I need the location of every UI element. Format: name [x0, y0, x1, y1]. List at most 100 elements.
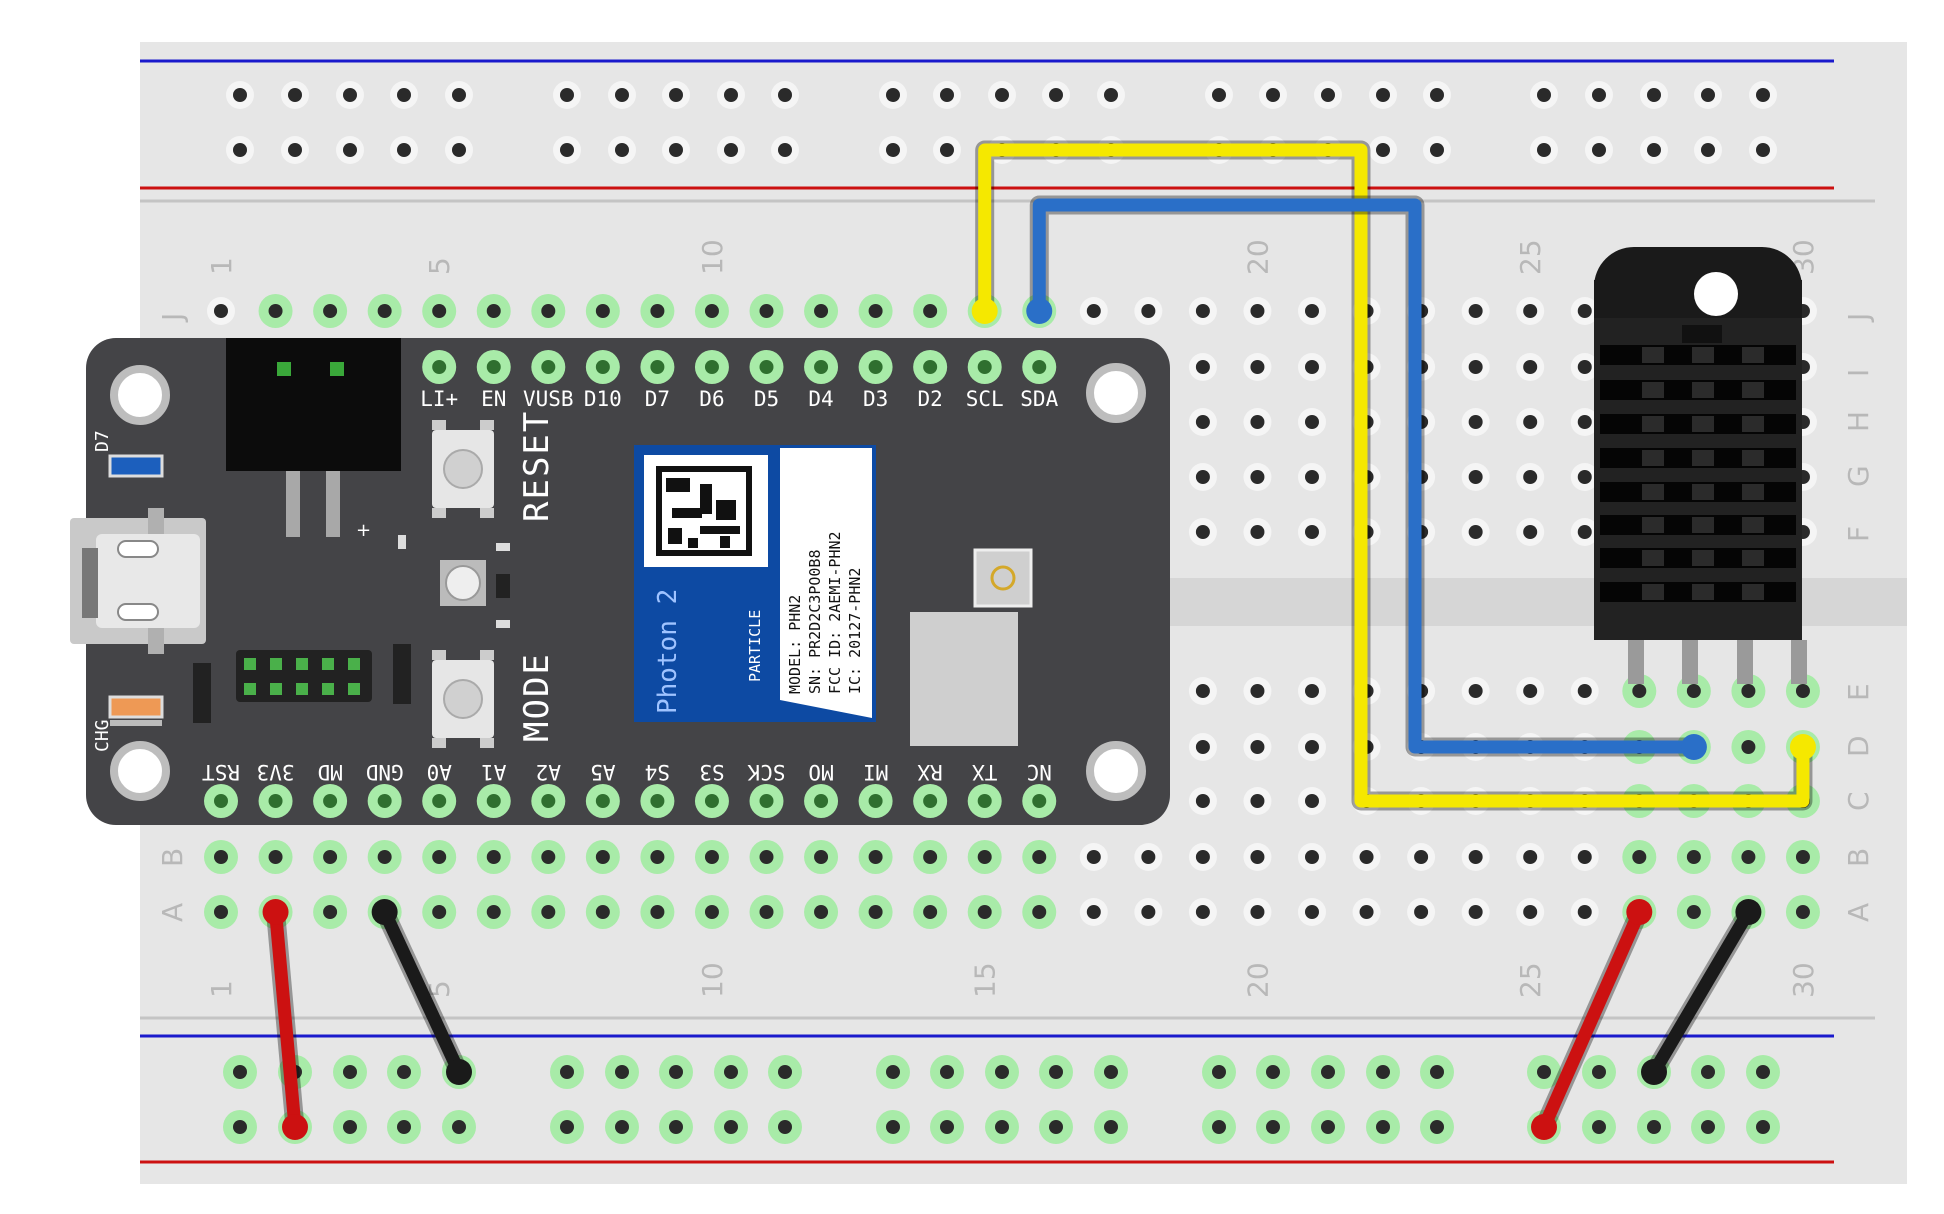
sda-wire[interactable]	[1032, 198, 1701, 754]
hole-center	[1468, 905, 1483, 919]
hole-center	[1647, 143, 1661, 157]
pin-center	[759, 794, 774, 808]
column-number: 20	[1241, 239, 1274, 275]
grill-rib	[1692, 484, 1714, 500]
pin-label: RST	[202, 760, 240, 784]
row-letter: C	[1842, 791, 1875, 811]
power-wire-right-end	[1626, 899, 1653, 925]
reset-button[interactable]	[432, 420, 494, 518]
sda-wire-end	[1680, 734, 1707, 760]
hole-center	[759, 905, 774, 919]
grill-rib	[1642, 550, 1664, 566]
hole-center	[1195, 740, 1210, 754]
hole-center	[995, 88, 1009, 102]
hole-center	[1305, 794, 1319, 808]
hole-center	[1701, 88, 1715, 102]
hole-center	[1250, 905, 1265, 919]
grill-rib	[1692, 517, 1714, 533]
hole-center	[650, 304, 665, 318]
pin-center	[1032, 360, 1047, 374]
hole-center	[1212, 88, 1226, 102]
column-number: 5	[423, 257, 456, 275]
hole-center	[1195, 470, 1210, 484]
pin-label: S3	[699, 760, 724, 784]
grill-rib	[1742, 382, 1764, 398]
pin-label: LI+	[420, 387, 458, 411]
hole-center	[1756, 88, 1770, 102]
hole-center	[615, 1065, 629, 1079]
hole-center	[397, 143, 411, 157]
hole-center	[1141, 304, 1156, 318]
pin-center	[541, 360, 556, 374]
pin-label: 3V3	[257, 760, 295, 784]
hole-center	[615, 143, 629, 157]
hole-center	[615, 1120, 629, 1134]
power-wire-right[interactable]	[1537, 905, 1646, 1134]
hole-center	[1430, 1065, 1444, 1079]
hole-center	[1086, 304, 1101, 318]
row-letter: B	[1842, 848, 1875, 867]
scl-wire[interactable]	[978, 143, 1810, 808]
pin-center	[268, 794, 283, 808]
ground-wire-right[interactable]	[1647, 905, 1755, 1079]
power-wire-left-end	[282, 1114, 308, 1140]
grill-rib	[1692, 450, 1714, 466]
hole-center	[1250, 470, 1265, 484]
hole-center	[1647, 1120, 1661, 1134]
pin-label: VUSB	[523, 387, 574, 411]
photon2-module: Photon 2 PARTICLE MODEL: PHN2 SN: PR2D2C…	[634, 445, 876, 722]
hole-center	[541, 850, 556, 864]
hole-center	[940, 1120, 954, 1134]
hole-center	[1032, 905, 1047, 919]
pin-center	[214, 794, 228, 808]
pin-label: NC	[1027, 760, 1052, 784]
hole-center	[486, 905, 501, 919]
column-number: 15	[969, 962, 1002, 998]
hole-center	[233, 1120, 247, 1134]
grill-rib	[1742, 347, 1764, 363]
hole-center	[1795, 684, 1810, 698]
hole-center	[1086, 905, 1101, 919]
hole-center	[452, 143, 466, 157]
photon2-board: + D7 CHG	[70, 338, 1170, 825]
hole-center	[1376, 88, 1390, 102]
power-wire-left[interactable]	[269, 905, 302, 1134]
hole-center	[1430, 88, 1444, 102]
hole-center	[886, 1065, 900, 1079]
hole-center	[1195, 304, 1210, 318]
hole-center	[1376, 143, 1390, 157]
hole-center	[778, 88, 792, 102]
column-number: 20	[1241, 962, 1274, 998]
grill-rib	[1692, 347, 1714, 363]
pin-center	[923, 360, 938, 374]
scl-wire-end	[971, 298, 998, 324]
mode-button[interactable]	[432, 650, 494, 748]
pin-label: D7	[645, 387, 670, 411]
ground-wire-left[interactable]	[378, 905, 466, 1079]
hole-center	[759, 304, 774, 318]
pin-label: GND	[366, 760, 404, 784]
sensor-mount-hole	[1694, 272, 1738, 316]
pin-label: RX	[917, 760, 943, 784]
hole-center	[1537, 1065, 1551, 1079]
hole-center	[1376, 1120, 1390, 1134]
hole-center	[977, 850, 992, 864]
hole-center	[1141, 850, 1156, 864]
hole-center	[1049, 1065, 1063, 1079]
hole-center	[1577, 905, 1592, 919]
pin-center	[814, 794, 829, 808]
charge-label: CHG	[92, 719, 113, 752]
hole-center	[778, 143, 792, 157]
row-letter: F	[1842, 526, 1875, 542]
hole-center	[1468, 525, 1483, 539]
hole-center	[1592, 143, 1606, 157]
hole-center	[977, 905, 992, 919]
pin-center	[868, 794, 883, 808]
hole-center	[1647, 88, 1661, 102]
hole-center	[1523, 470, 1538, 484]
hole-center	[995, 1065, 1009, 1079]
sda-wire-end	[1026, 298, 1053, 324]
power-wire-right-end	[1531, 1114, 1557, 1140]
hole-center	[615, 88, 629, 102]
hole-center	[1632, 850, 1647, 864]
